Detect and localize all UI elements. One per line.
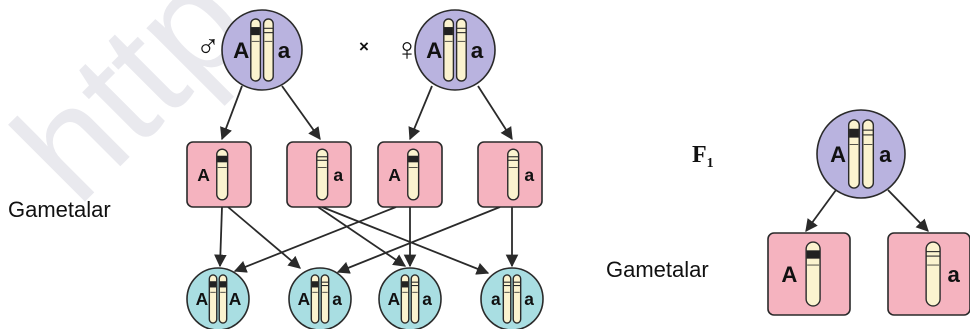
connector-arrow	[281, 85, 321, 141]
chromosome	[316, 148, 329, 201]
allele-label: a	[471, 38, 484, 63]
chromosome-1	[310, 274, 320, 324]
f1-label-main: F	[692, 142, 707, 168]
male-symbol: ♂	[196, 28, 220, 64]
chromosome-2	[455, 18, 467, 82]
chromosome-2	[512, 274, 522, 324]
chromosome	[216, 148, 229, 201]
chromosome-1	[847, 119, 860, 189]
allele-label: A	[388, 165, 401, 185]
connector-arrow	[477, 85, 513, 141]
allele-label: A	[298, 289, 311, 309]
chromosome-2	[410, 274, 420, 324]
allele-label: A	[426, 38, 442, 63]
chromosome	[507, 148, 520, 201]
allele-label: A	[233, 38, 249, 63]
allele-label: a	[278, 38, 291, 63]
allele-label: a	[422, 289, 432, 309]
allele-label: a	[332, 289, 342, 309]
chromosome	[925, 241, 941, 307]
f1-gamete-cell: a	[887, 232, 970, 316]
allele-label: A	[229, 289, 242, 309]
allele-label: a	[491, 289, 501, 309]
allele-label: A	[196, 289, 209, 309]
chromosome-1	[443, 18, 455, 82]
connector-arrow	[233, 206, 397, 273]
allele-label: A	[830, 142, 846, 167]
chromosome-1	[250, 18, 262, 82]
connector-arrow	[214, 206, 227, 268]
allele-label: a	[947, 262, 960, 287]
f1-label: F1	[692, 142, 714, 171]
gametes-label: Gametalar	[8, 197, 111, 222]
gamete-cell: a	[477, 141, 543, 208]
f1-label-sub: 1	[707, 156, 714, 171]
allele-label: a	[524, 165, 534, 185]
chromosome-2	[262, 18, 274, 82]
chromosome-1	[502, 274, 512, 324]
chromosome-2	[320, 274, 330, 324]
connector-arrow	[408, 85, 433, 141]
connector-arrow	[805, 189, 837, 233]
f1-gametes-label: Gametalar	[606, 257, 709, 282]
chromosome-1	[400, 274, 410, 324]
allele-label: a	[879, 142, 892, 167]
allele-label: a	[524, 289, 534, 309]
connector-arrow	[317, 206, 407, 267]
connector-arrow	[321, 206, 490, 275]
f1-gamete-cell: A	[767, 232, 851, 316]
chromosome-1	[208, 274, 218, 324]
connector-arrow	[887, 189, 929, 232]
cross-arrows	[214, 85, 929, 275]
allele-label: A	[781, 262, 797, 287]
connector-arrow	[336, 206, 501, 274]
chromosome-2	[218, 274, 228, 324]
allele-label: A	[388, 289, 401, 309]
cross-sign: ×	[359, 37, 369, 56]
connector-arrow	[227, 206, 301, 269]
chromosome	[407, 148, 420, 201]
allele-label: A	[197, 165, 210, 185]
gamete-cell: A	[186, 141, 252, 208]
chromosome	[805, 241, 821, 307]
chromosome-2	[862, 119, 875, 189]
allele-label: a	[333, 165, 343, 185]
gamete-cell: A	[377, 141, 443, 208]
gamete-cell: a	[286, 141, 352, 208]
connector-arrow	[220, 85, 243, 141]
